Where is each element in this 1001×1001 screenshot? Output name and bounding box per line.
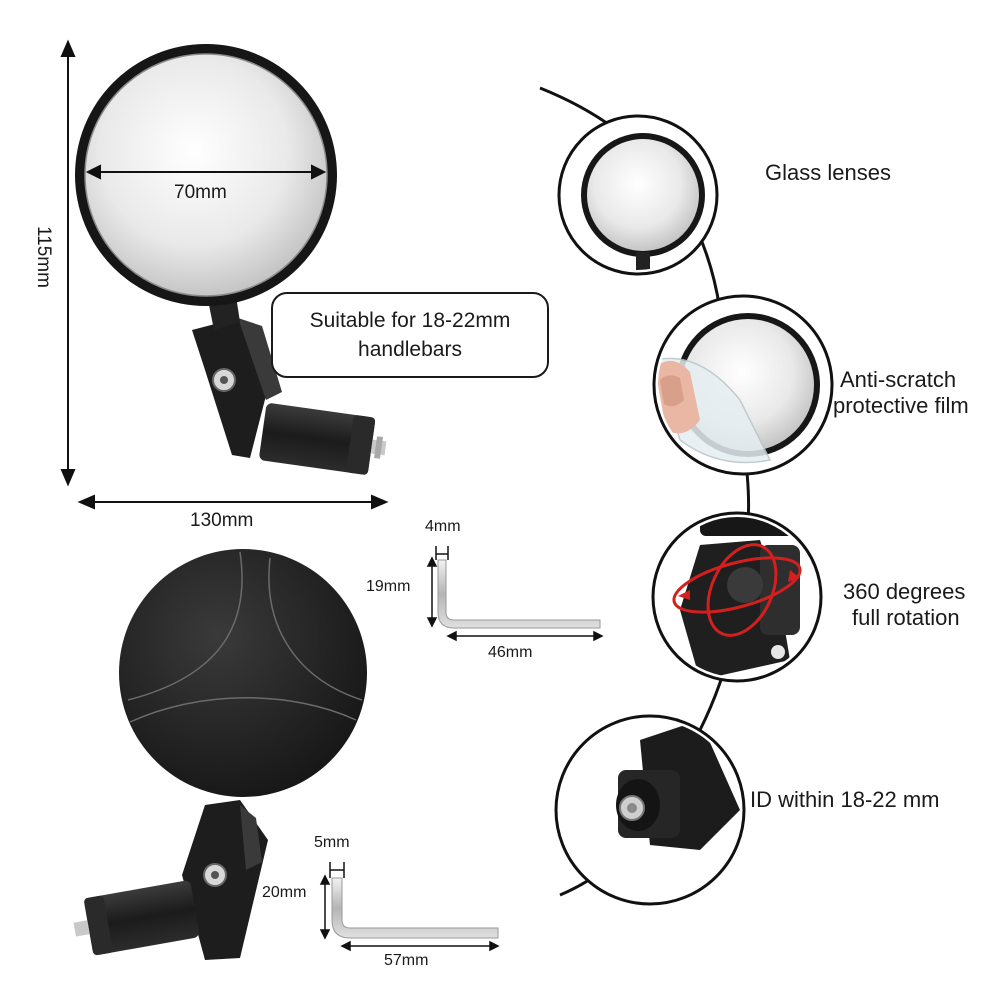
feature-label-inner-diameter: ID within 18-22 mm [750, 787, 940, 812]
dim-115mm-line [60, 39, 76, 487]
feature-rotation-circle [651, 511, 823, 683]
rear-mirror [73, 549, 367, 960]
bar-end-clamp [73, 880, 199, 956]
feature-label-anti-scratch-line2: protective film [833, 393, 969, 418]
dim-70mm-line [85, 164, 327, 180]
mirror-glass [85, 54, 327, 296]
dim-70mm-label: 70mm [174, 182, 227, 203]
feature-label-rotation: 360 degrees [843, 579, 966, 604]
bar-end-clamp [259, 403, 387, 475]
feature-label-anti-scratch: Anti-scratch [840, 367, 957, 392]
hex-key-small-dims [426, 546, 604, 642]
handlebar-fit-callout: Suitable for 18-22mm handlebars [271, 292, 549, 378]
dim-130mm-line [77, 494, 389, 510]
mirror-back-shell [119, 549, 367, 797]
dim-115mm-label: 115mm [33, 226, 54, 288]
dim-130mm-label: 130mm [190, 510, 254, 531]
hex-key-large-length: 57mm [384, 952, 429, 969]
hex-key-small-thickness: 4mm [425, 518, 461, 535]
hex-key-large-dims [319, 862, 500, 952]
feature-glass-lens-circle [557, 114, 719, 276]
feature-label-rotation-line2: full rotation [852, 605, 960, 630]
hex-key-large [331, 877, 499, 939]
hex-key-large-thickness: 5mm [314, 834, 350, 851]
hex-key-small-length: 46mm [488, 644, 533, 661]
hex-key-small-height: 19mm [366, 578, 411, 595]
feature-label-glass-lenses: Glass lenses [765, 160, 891, 185]
callout-line-2: handlebars [358, 338, 462, 361]
hex-key-small [437, 559, 601, 629]
callout-line-1: Suitable for 18-22mm [309, 309, 511, 332]
front-mirror [75, 44, 387, 475]
hex-key-large-height: 20mm [262, 884, 307, 901]
feature-inner-diameter-circle [554, 714, 746, 906]
feature-anti-scratch-circle [652, 294, 834, 476]
